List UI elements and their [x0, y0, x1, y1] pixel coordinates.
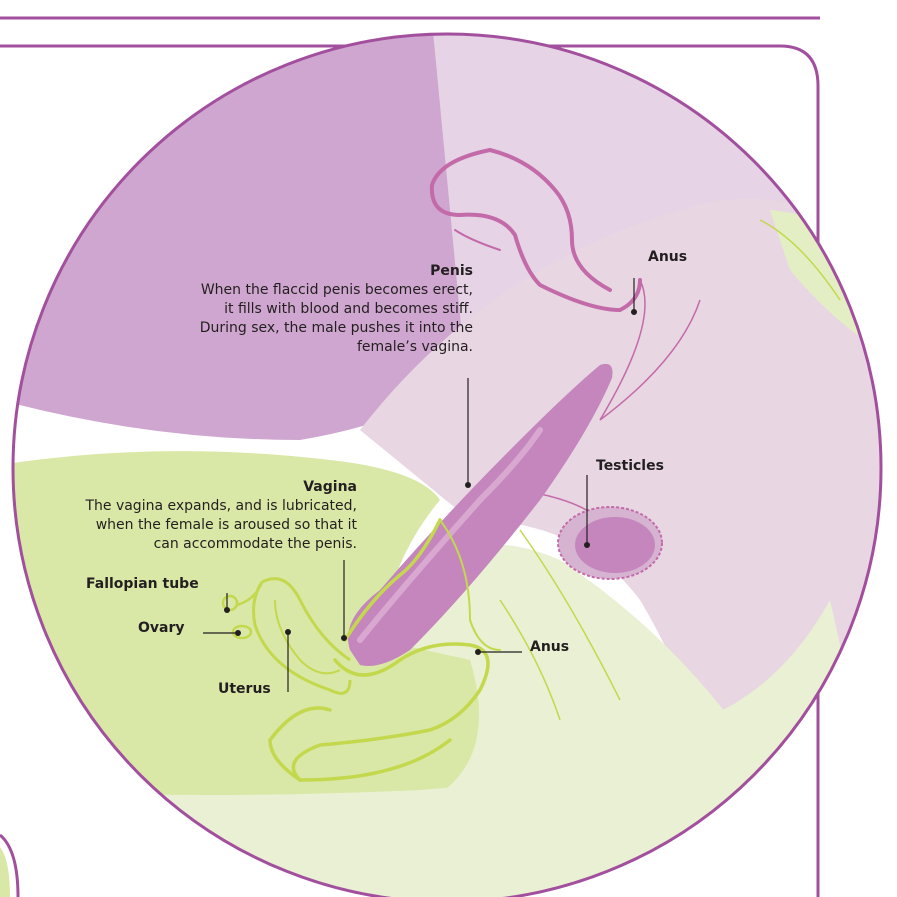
penis-title: Penis: [148, 262, 473, 281]
fallopian-tube-label: Fallopian tube: [86, 575, 199, 594]
vagina-title: Vagina: [0, 478, 357, 497]
vagina-desc-line: when the female is aroused so that it: [0, 516, 357, 535]
ovary-label: Ovary: [138, 619, 185, 638]
anus-male-label: Anus: [648, 248, 687, 267]
uterus-label: Uterus: [218, 680, 271, 699]
testicles-shape: [558, 507, 662, 579]
vagina-label: Vagina The vagina expands, and is lubric…: [0, 478, 357, 554]
penis-desc-line: female’s vagina.: [148, 338, 473, 357]
penis-label: Penis When the flaccid penis becomes ere…: [148, 262, 473, 357]
vagina-desc-line: can accommodate the penis.: [0, 535, 357, 554]
anus-female-label: Anus: [530, 638, 569, 657]
vagina-desc-line: The vagina expands, and is lubricated,: [0, 497, 357, 516]
penis-desc-line: When the flaccid penis becomes erect,: [148, 281, 473, 300]
testicles-label: Testicles: [596, 457, 664, 476]
penis-desc-line: it fills with blood and becomes stiff.: [148, 300, 473, 319]
penis-desc-line: During sex, the male pushes it into the: [148, 319, 473, 338]
